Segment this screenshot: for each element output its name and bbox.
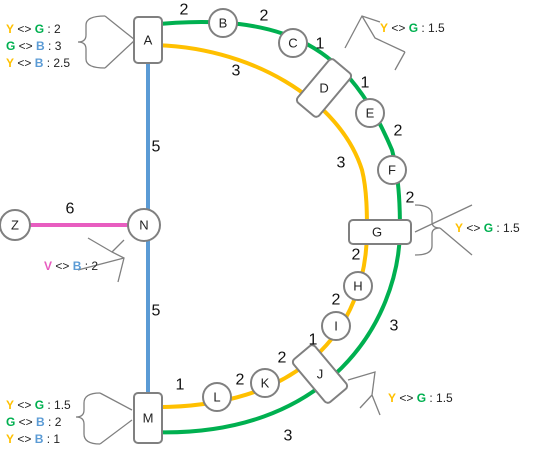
node-g[interactable]: G [348, 219, 412, 245]
annotation-g-0: Y <> G : 1.5 [455, 221, 520, 235]
node-h-label: H [353, 279, 362, 294]
station-nodes: A D G J M [133, 16, 412, 444]
weight-g-j-green: 3 [390, 318, 399, 335]
brace-m [75, 392, 101, 445]
green-line-lower [147, 231, 402, 435]
brace-g-connector-2 [439, 227, 473, 256]
node-e[interactable]: E [355, 98, 385, 128]
weight-c-d: 1 [316, 36, 325, 53]
weight-h-i: 2 [332, 292, 341, 309]
node-h[interactable]: H [343, 271, 373, 301]
node-a[interactable]: A [133, 16, 163, 64]
yellow-line-upper [147, 43, 369, 233]
edge-weights: 2 2 1 1 2 2 3 3 2 2 1 2 2 1 3 3 5 5 6 [66, 2, 415, 445]
weight-f-g: 2 [406, 190, 415, 207]
weight-j-m-green: 3 [284, 428, 293, 445]
node-b-label: B [219, 16, 228, 31]
node-j-label: J [317, 367, 324, 382]
brace-g-connector [414, 204, 473, 233]
brace-a-connector [104, 15, 136, 41]
weight-a-n: 5 [152, 139, 161, 156]
weight-e-f: 2 [394, 123, 403, 140]
node-k-label: K [261, 376, 270, 391]
brackets [75, 15, 473, 445]
node-z-label: Z [11, 218, 19, 233]
node-m[interactable]: M [133, 392, 163, 444]
green-line-upper [147, 20, 402, 233]
weight-k-l: 2 [236, 372, 245, 389]
weight-z-n: 6 [66, 201, 75, 218]
annotation-a-0: Y <> G : 2 [6, 22, 61, 36]
node-g-label: G [372, 225, 382, 240]
brace-j [347, 371, 381, 416]
node-n[interactable]: N [127, 208, 161, 242]
node-l[interactable]: L [202, 382, 232, 412]
annotation-m-1: G <> B : 2 [6, 415, 62, 429]
annotation-a-2: Y <> B : 2.5 [6, 56, 70, 70]
node-f[interactable]: F [377, 155, 407, 185]
weight-d-e: 1 [361, 75, 370, 92]
node-k[interactable]: K [250, 368, 280, 398]
brace-a [77, 15, 106, 69]
annotation-a-1: G <> B : 3 [6, 39, 62, 53]
brace-d [344, 15, 406, 71]
annotation-d-0: Y <> G : 1.5 [380, 21, 445, 35]
node-j[interactable]: J [291, 344, 349, 405]
weight-j-k: 2 [278, 350, 287, 367]
node-b[interactable]: B [208, 8, 238, 38]
node-l-label: L [213, 390, 220, 405]
node-a-label: A [144, 33, 153, 48]
brace-m-connector [99, 392, 133, 411]
stop-nodes: B C E F H I K L N Z [0, 8, 407, 412]
node-d-label: D [319, 81, 328, 96]
annotation-j-0: Y <> G : 1.5 [388, 391, 453, 405]
node-d[interactable]: D [295, 58, 353, 119]
weight-a-b: 2 [180, 2, 189, 19]
weight-i-j: 1 [309, 332, 318, 349]
node-c[interactable]: C [278, 28, 308, 58]
weight-l-m: 1 [176, 377, 185, 394]
weight-g-h: 2 [352, 247, 361, 264]
weight-b-c: 2 [260, 8, 269, 25]
annotation-m-2: Y <> B : 1 [6, 432, 60, 446]
node-f-label: F [388, 163, 396, 178]
brace-n [77, 237, 125, 283]
transfer-annotations: Y <> G : 2 G <> B : 3 Y <> B : 2.5 Y <> G :… [6, 21, 520, 446]
annotation-n-0: V <> B : 2 [44, 259, 98, 273]
weight-n-m: 5 [152, 303, 161, 320]
brace-a-connector-2 [104, 39, 136, 69]
node-i[interactable]: I [321, 311, 351, 341]
node-c-label: C [288, 36, 297, 51]
weight-a-d-yellow: 3 [232, 63, 241, 80]
annotation-m-0: Y <> G : 1.5 [6, 398, 71, 412]
node-i-label: I [334, 319, 338, 334]
weight-d-g-yellow: 3 [337, 155, 346, 172]
node-n-label: N [139, 218, 148, 233]
brace-m-connector-2 [99, 419, 133, 445]
node-z[interactable]: Z [0, 209, 31, 241]
node-m-label: M [143, 411, 154, 426]
node-e-label: E [366, 106, 375, 121]
